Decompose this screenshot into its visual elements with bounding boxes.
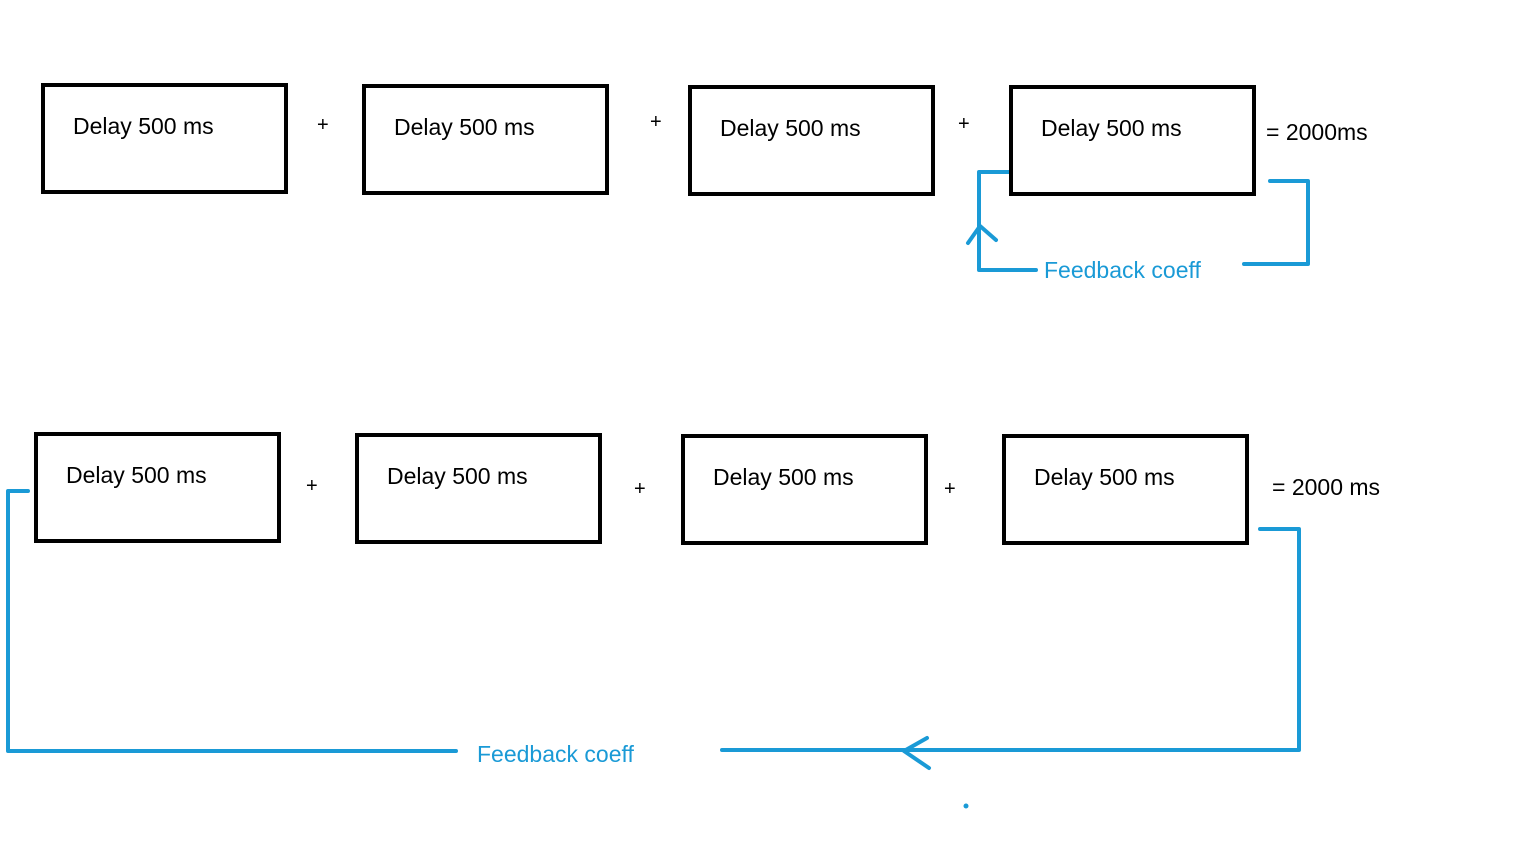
bottom-feedback-return-path — [6, 489, 458, 753]
feedback-coefficient-label: Feedback coeff — [1044, 257, 1201, 283]
plus-operator: + — [958, 113, 970, 135]
plus-operator: + — [306, 475, 318, 497]
delay-block-label: Delay 500 ms — [394, 114, 535, 140]
bottom-feedback-arrowhead — [902, 736, 931, 770]
delay-block: Delay 500 ms — [1009, 85, 1256, 196]
stray-dot — [963, 803, 969, 809]
bottom-feedback-path — [720, 527, 1301, 752]
plus-operator: + — [944, 478, 956, 500]
delay-block-label: Delay 500 ms — [713, 464, 854, 490]
total-delay-result: = 2000 ms — [1272, 474, 1381, 500]
total-delay-result: = 2000ms — [1266, 119, 1368, 145]
delay-block: Delay 500 ms — [355, 433, 602, 544]
delay-block: Delay 500 ms — [688, 85, 935, 196]
delay-block-label: Delay 500 ms — [720, 115, 861, 141]
top-feedback-path — [1242, 179, 1310, 266]
delay-block: Delay 500 ms — [362, 84, 609, 195]
top-feedback-arrowhead — [966, 224, 998, 245]
plus-operator: + — [650, 111, 662, 133]
top-feedback-return-path — [977, 170, 1038, 272]
delay-block-label: Delay 500 ms — [387, 463, 528, 489]
plus-operator: + — [317, 114, 329, 136]
delay-block-label: Delay 500 ms — [1034, 464, 1175, 490]
delay-block-label: Delay 500 ms — [66, 462, 207, 488]
delay-block: Delay 500 ms — [41, 83, 288, 194]
delay-block-label: Delay 500 ms — [73, 113, 214, 139]
delay-block-label: Delay 500 ms — [1041, 115, 1182, 141]
feedback-coefficient-label: Feedback coeff — [477, 741, 634, 767]
plus-operator: + — [634, 478, 646, 500]
delay-block: Delay 500 ms — [1002, 434, 1249, 545]
delay-block: Delay 500 ms — [681, 434, 928, 545]
delay-block: Delay 500 ms — [34, 432, 281, 543]
